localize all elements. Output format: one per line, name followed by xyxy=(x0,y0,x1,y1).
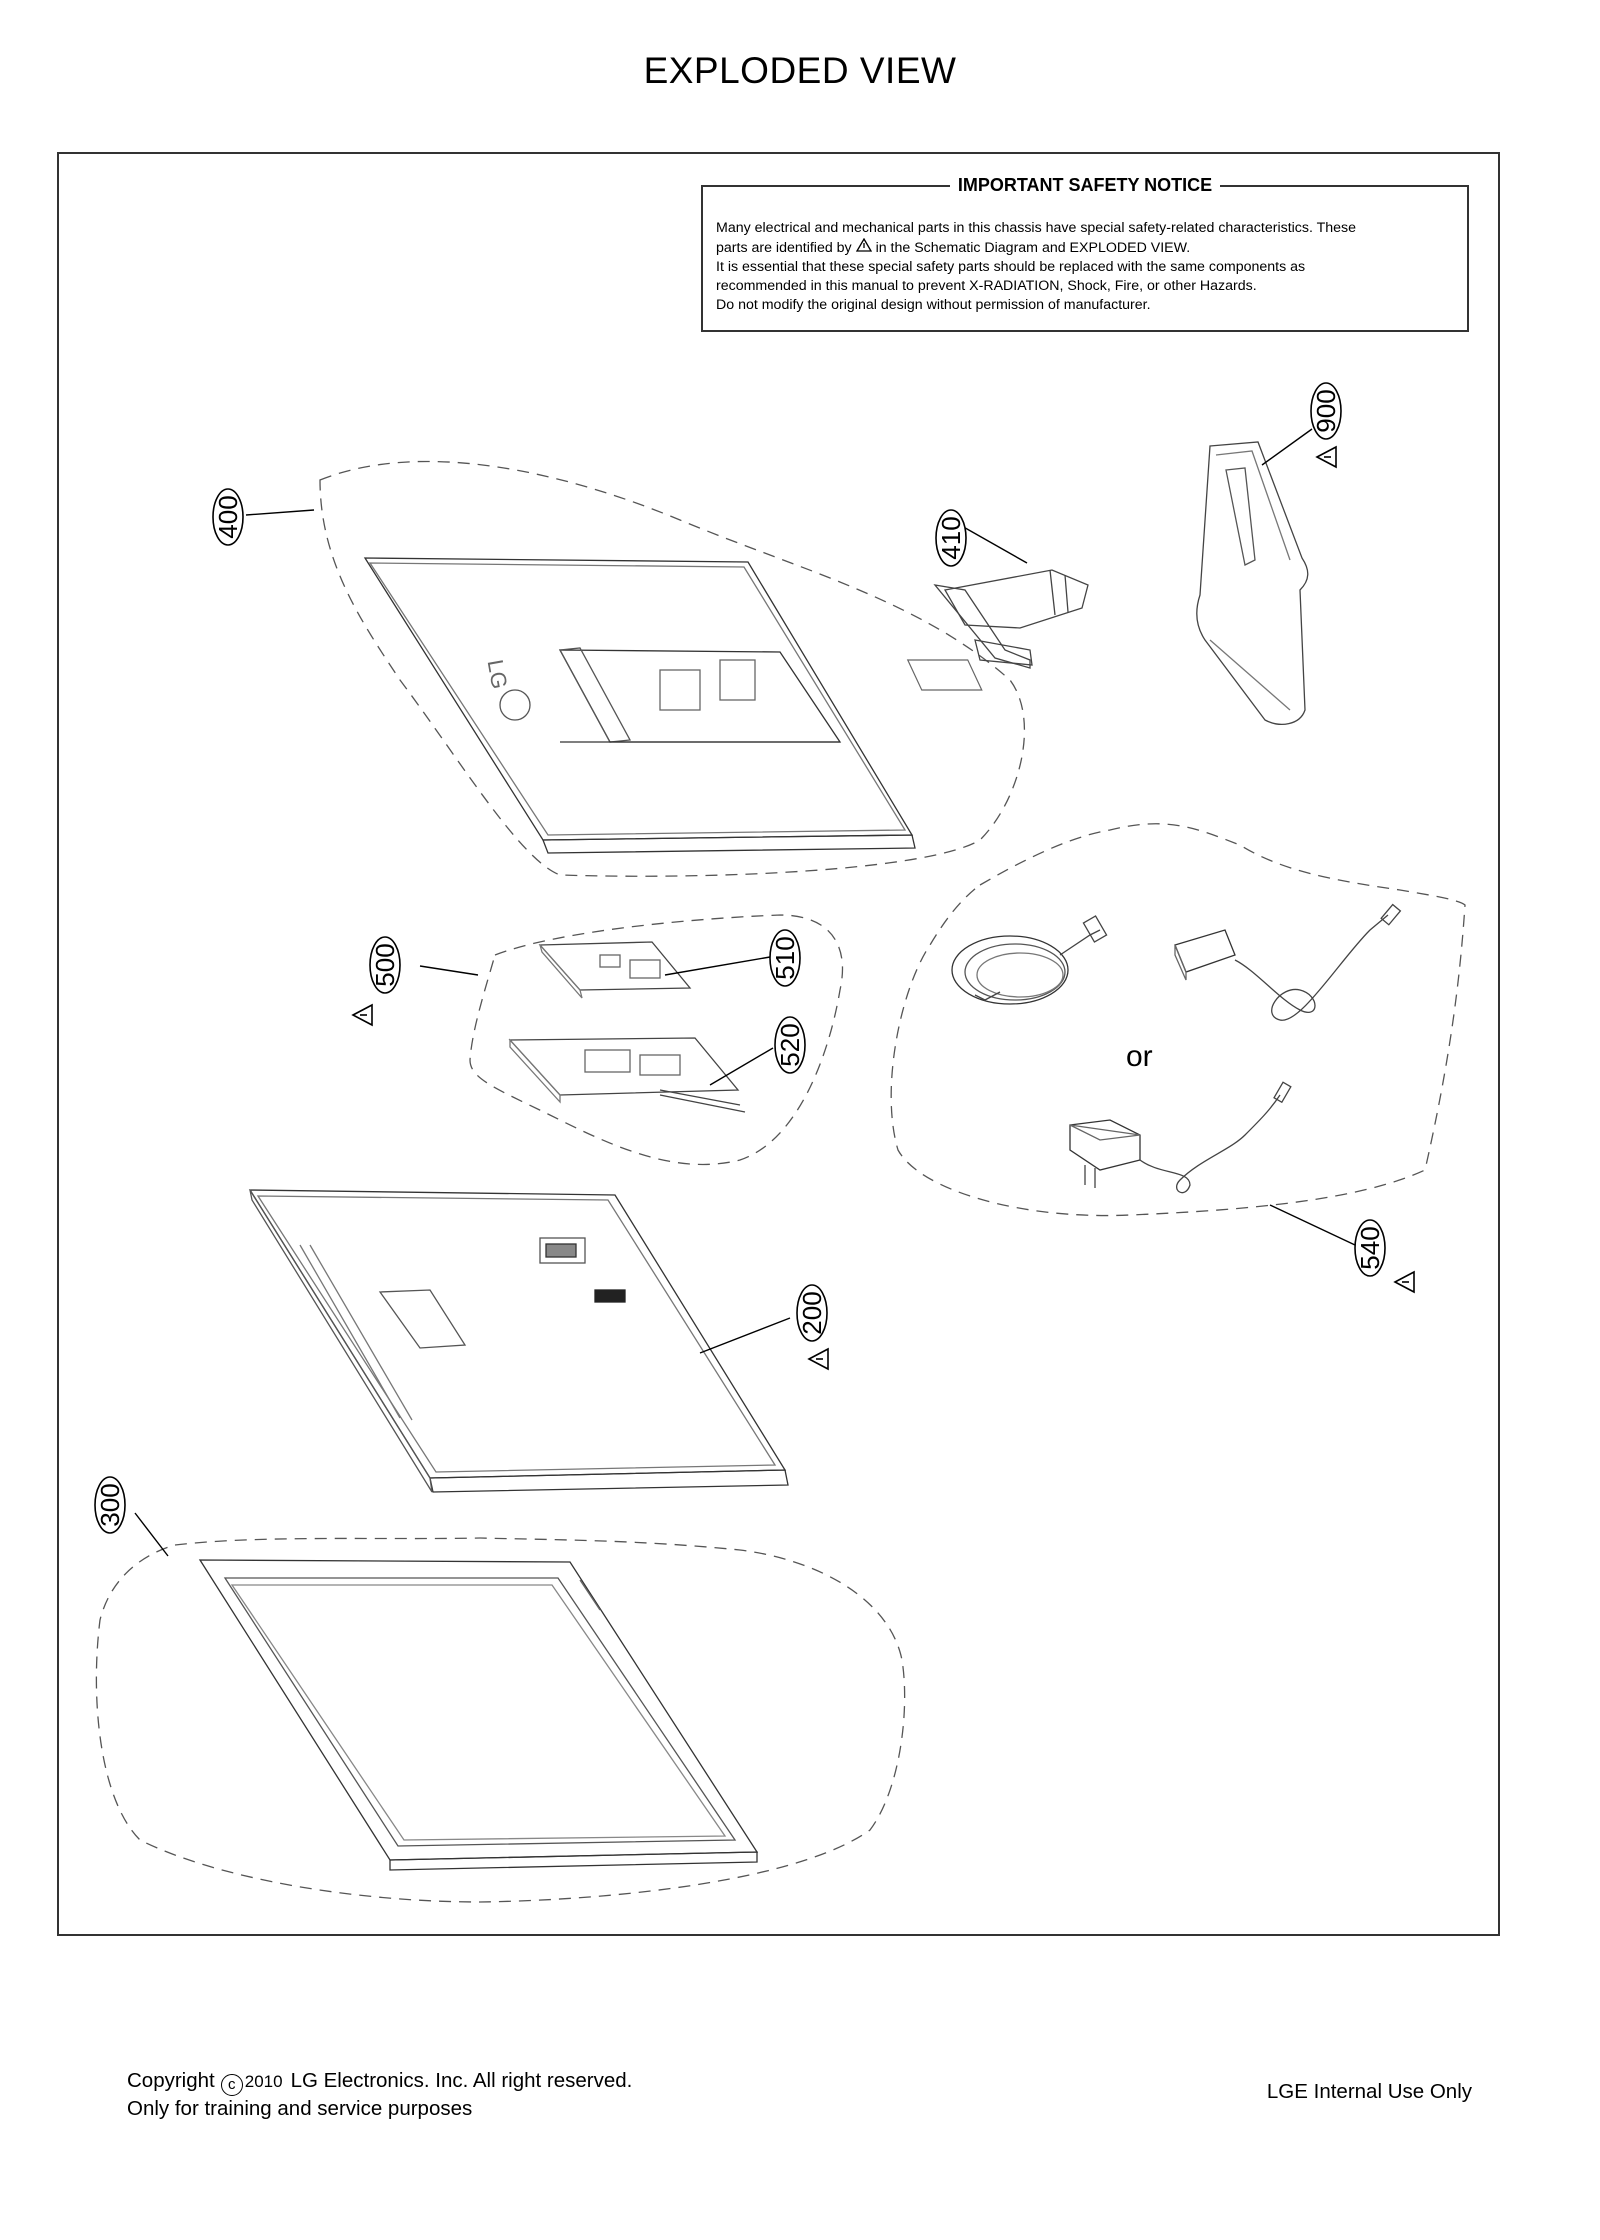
svg-text:200: 200 xyxy=(797,1291,827,1334)
callout-200: 200 xyxy=(796,1284,828,1342)
svg-text:410: 410 xyxy=(936,516,966,559)
notice-line-part: in the Schematic Diagram and EXPLODED VI… xyxy=(875,240,1191,256)
svg-text:520: 520 xyxy=(775,1023,805,1066)
copyright-icon: c xyxy=(220,2074,243,2096)
copyright-prefix: Copyright xyxy=(127,2069,215,2092)
svg-text:900: 900 xyxy=(1311,389,1341,432)
callout-510: 510 xyxy=(769,929,801,987)
callout-520: 520 xyxy=(774,1016,806,1074)
internal-use-label: LGE Internal Use Only xyxy=(1266,2080,1472,2103)
notice-line: Do not modify the original design withou… xyxy=(716,297,1151,313)
lcd-module-part xyxy=(248,1189,789,1493)
safety-notice-heading: IMPORTANT SAFETY NOTICE xyxy=(949,175,1221,195)
svg-text:540: 540 xyxy=(1355,1226,1385,1269)
stand-neck-part xyxy=(933,569,1089,669)
drawing-frame xyxy=(57,152,1500,1936)
warning-triangle-icon xyxy=(1316,446,1337,468)
callout-400: 400 xyxy=(212,488,244,546)
warning-triangle-icon xyxy=(1394,1271,1415,1293)
safety-notice-body: Many electrical and mechanical parts in … xyxy=(716,219,1454,315)
safety-notice-box: IMPORTANT SAFETY NOTICE Many electrical … xyxy=(701,175,1469,332)
notice-line: Many electrical and mechanical parts in … xyxy=(716,220,1357,236)
page-title: EXPLODED VIEW xyxy=(643,50,957,91)
warning-triangle-icon xyxy=(855,237,872,257)
notice-line: recommended in this manual to prevent X-… xyxy=(716,278,1257,294)
front-cabinet-part xyxy=(95,1537,906,1903)
power-adapter-group xyxy=(890,823,1466,1217)
copyright-year: 2010 xyxy=(244,2072,283,2091)
callout-300: 300 xyxy=(94,1476,126,1534)
warning-triangle-icon xyxy=(808,1348,829,1370)
copyright-suffix: LG Electronics. Inc. All right reserved. xyxy=(290,2069,633,2092)
callout-410: 410 xyxy=(935,509,967,567)
svg-text:500: 500 xyxy=(370,943,400,986)
svg-text:LG: LG xyxy=(483,658,513,691)
svg-text:300: 300 xyxy=(95,1483,125,1526)
notice-line: parts are identified by in the Schematic… xyxy=(716,237,1454,258)
callout-900: 900 xyxy=(1310,382,1342,440)
callout-540: 540 xyxy=(1354,1219,1386,1277)
usage-note: Only for training and service purposes xyxy=(127,2097,473,2120)
notice-line: It is essential that these special safet… xyxy=(716,259,1306,275)
svg-text:510: 510 xyxy=(770,936,800,979)
main-board-assembly xyxy=(469,914,844,1166)
back-cover-part: LG xyxy=(319,460,1026,877)
callout-500: 500 xyxy=(369,936,401,994)
notice-line-part: parts are identified by xyxy=(716,240,852,256)
alternative-or-label: or xyxy=(1126,1040,1153,1073)
stand-base-part xyxy=(1196,441,1309,725)
warning-triangle-icon xyxy=(352,1004,373,1026)
svg-text:400: 400 xyxy=(213,495,243,538)
